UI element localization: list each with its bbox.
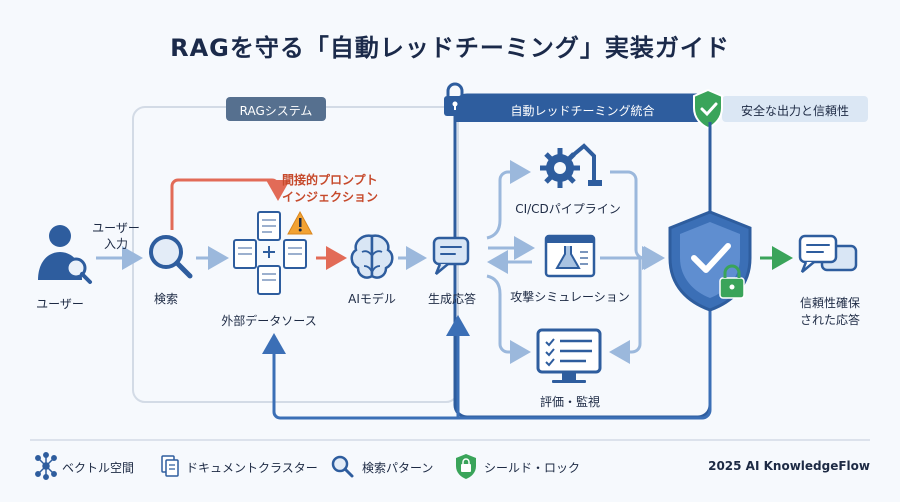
output-chat-icon [798, 234, 858, 273]
rag-system-tab-bg [226, 97, 326, 121]
document-cluster-icon [233, 211, 307, 295]
user-icon [38, 225, 92, 284]
rag-system-tab: RAGシステム [239, 104, 313, 118]
search-pattern-icon [331, 455, 354, 478]
legend-document-cluster: ドキュメントクラスター [186, 461, 318, 475]
warning-icon [287, 210, 313, 235]
document-cluster-legend-icon [161, 455, 179, 477]
legend-shield-lock: シールド・ロック [484, 461, 581, 475]
ai-model-label: AIモデル [348, 292, 396, 306]
trusted-answer-line-2: された応答 [799, 313, 860, 327]
injection-line-2: インジェクション [282, 190, 379, 204]
magnifier-icon [149, 235, 193, 279]
green-shield-icon [693, 88, 723, 130]
gear-robot-icon [540, 143, 602, 188]
eval-monitor-label: 評価・監視 [539, 395, 600, 409]
red-team-tab-bg [455, 96, 710, 122]
red-team-tab: 自動レッドチーミング統合 [510, 104, 655, 118]
page-title: RAGを守る「自動レッドチーミング」実装ガイド [170, 34, 730, 62]
search-label: 検索 [153, 292, 178, 306]
user-input-line-2: 入力 [103, 237, 128, 251]
flask-icon [544, 234, 596, 278]
trusted-answer-line-1: 信頼性確保 [799, 296, 860, 310]
cicd-label: CI/CDパイプライン [515, 202, 621, 216]
trusted-answer-label: 信頼性確保 された応答 [790, 295, 870, 329]
user-label: ユーザー [36, 297, 84, 311]
shield-lock-icon [668, 210, 752, 312]
shield-lock-legend-icon [456, 454, 476, 479]
external-data-label: 外部データソース [221, 314, 317, 328]
attack-sim-label: 攻撃シミュレーション [510, 290, 630, 304]
safe-output-tab: 安全な出力と信頼性 [740, 104, 849, 118]
vector-space-icon [35, 452, 57, 480]
brand-label: 2025 AI KnowledgeFlow [708, 459, 870, 473]
injection-line-1: 間接的プロンプト [282, 173, 378, 187]
injection-label: 間接的プロンプト インジェクション [282, 172, 378, 206]
safe-output-tab-bg [722, 96, 868, 122]
user-input-label: ユーザー 入力 [86, 220, 146, 252]
legend-vector-space: ベクトル空間 [62, 461, 135, 475]
padlock-icon [444, 82, 466, 116]
brain-icon [350, 234, 394, 279]
legend-search-pattern: 検索パターン [362, 461, 434, 475]
chat-bubble-icon [432, 236, 470, 275]
monitor-checklist-icon [536, 328, 602, 383]
generated-answer-label: 生成応答 [427, 292, 476, 306]
user-input-line-1: ユーザー [92, 221, 140, 235]
